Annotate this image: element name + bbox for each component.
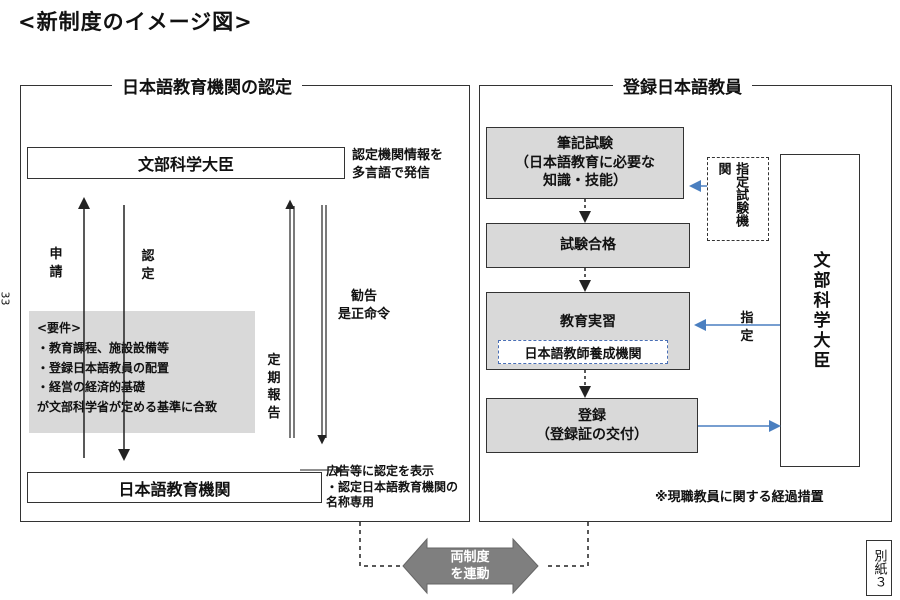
apply-label: 申請 (49, 247, 63, 280)
order-label-line: 是正命令 (338, 306, 391, 322)
certify-label: 認定 (141, 249, 155, 282)
bottom-note: 広告等に認定を表示 ・認定日本語教育機関の 名称専用 (326, 464, 458, 511)
register-box: 登録 （登録証の交付） (486, 398, 698, 453)
order-label: 勧告 是正命令 (338, 288, 390, 323)
exam-box: 筆記試験 （日本語教育に必要な 知識・技能） (486, 127, 684, 199)
requirements-footer: が文部科学省が定める基準に合致 (37, 400, 218, 415)
exam-box-line: 知識・技能） (543, 173, 627, 190)
training-institution-box: 日本語教師養成機関 (498, 340, 668, 364)
page-title: <新制度のイメージ図> (18, 10, 253, 34)
right-panel-title: 登録日本語教員 (613, 73, 752, 98)
designated-exam-org-label: 指定試験機関 (715, 162, 749, 227)
top-note-line: 認定機関情報を (352, 148, 444, 163)
bottom-note-line: 広告等に認定を表示 (326, 464, 435, 478)
left-panel-title: 日本語教育機関の認定 (112, 73, 302, 98)
requirements-header: <要件> (37, 321, 82, 335)
designate-label: 指定 (740, 311, 754, 344)
top-note: 認定機関情報を 多言語で発信 (352, 147, 443, 182)
practice-box-label: 教育実習 (560, 314, 616, 330)
minister-box-right: 文部科学大臣 (780, 154, 860, 467)
transition-note: ※現職教員に関する経過措置 (655, 490, 824, 505)
link-arrow-label: 両制度 を連動 (440, 550, 500, 584)
register-box-line: （登録証の交付） (536, 426, 648, 443)
bottom-note-line: 名称専用 (326, 495, 375, 510)
order-label-line: 勧告 (351, 289, 378, 304)
minister-box-left: 文部科学大臣 (27, 147, 345, 179)
attachment-label: 別紙３ (866, 540, 892, 596)
register-box-line: 登録 (578, 407, 606, 424)
link-dash-right (546, 522, 589, 567)
report-label: 定期報告 (267, 353, 281, 421)
requirement-item: ・教育課程、施設設備等 (37, 340, 170, 355)
requirement-item: ・登録日本語教員の配置 (37, 360, 170, 375)
pass-box: 試験合格 (486, 223, 690, 268)
link-double-arrow (402, 537, 539, 595)
link-dash-left (359, 522, 404, 567)
exam-box-line: （日本語教育に必要な (515, 154, 655, 171)
minister-box-right-label: 文部科学大臣 (809, 250, 830, 371)
requirements-box: <要件> ・教育課程、施設設備等 ・登録日本語教員の配置 ・経営の経済的基礎 が… (29, 311, 255, 433)
bottom-note-line: ・認定日本語教育機関の (326, 479, 459, 494)
exam-box-line: 筆記試験 (557, 135, 613, 152)
institution-box: 日本語教育機関 (27, 472, 322, 503)
top-note-line: 多言語で発信 (352, 165, 431, 181)
link-arrow-line: を連動 (450, 566, 490, 582)
link-arrow-line: 両制度 (450, 550, 490, 565)
requirement-item: ・経営の経済的基礎 (37, 380, 146, 395)
designated-exam-org-box (707, 157, 769, 241)
